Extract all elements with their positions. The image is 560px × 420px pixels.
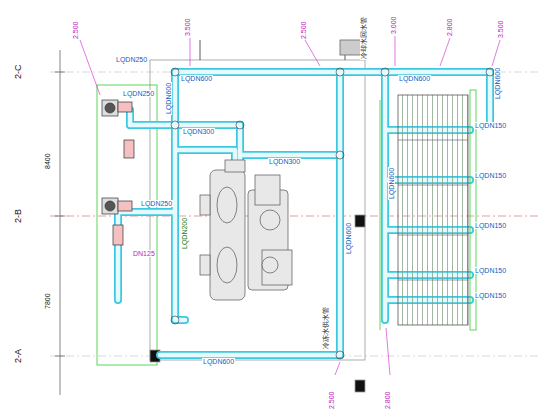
drawing-label: LQDN250 bbox=[140, 200, 173, 207]
drawing-label: LQDN600 bbox=[388, 167, 395, 200]
drawing-label: LQDN600 bbox=[398, 75, 431, 82]
drawing-label: LQDN150 bbox=[474, 292, 507, 299]
drawing-label: 冷却水回水管 bbox=[360, 16, 367, 60]
drawing-label: 2-B bbox=[14, 208, 23, 224]
drawing-label: LQDN150 bbox=[474, 222, 507, 229]
drawing-label: 2-C bbox=[14, 63, 23, 80]
drawing-label: 2.500 bbox=[300, 20, 307, 40]
drawing-label: 2.500 bbox=[72, 20, 79, 40]
drawing-label: LQDN200 bbox=[181, 217, 188, 250]
grid bbox=[50, 50, 540, 395]
drawing-label: 3.000 bbox=[390, 15, 397, 35]
drawing-label: 3.500 bbox=[184, 17, 191, 37]
drawing-label: LQDN150 bbox=[474, 122, 507, 129]
drawing-label: 8400 bbox=[44, 152, 51, 170]
drawing-label: LQDN250 bbox=[115, 56, 148, 63]
drawing-label: 2.800 bbox=[384, 390, 391, 410]
drawing-label: LQDN600 bbox=[345, 222, 352, 255]
drawing-label: 2.800 bbox=[446, 17, 453, 37]
drawing-label: LQDN150 bbox=[474, 267, 507, 274]
chiller bbox=[200, 160, 292, 300]
drawing-label: 2.500 bbox=[328, 390, 335, 410]
drawing-label: LQDN250 bbox=[122, 90, 155, 97]
pump bbox=[102, 100, 134, 245]
drawing-label: 3.500 bbox=[497, 19, 504, 39]
drawing-label: LQDN600 bbox=[180, 75, 213, 82]
drawing-label: DN125 bbox=[132, 250, 156, 257]
drawing-label: LQDN300 bbox=[268, 158, 301, 165]
drawing-label: LQDN150 bbox=[474, 172, 507, 179]
drawing-label: LQDN600 bbox=[494, 67, 501, 100]
drawing-label: LQDN600 bbox=[165, 82, 172, 115]
cooling-tower bbox=[398, 95, 468, 325]
drawing-label: LQDN600 bbox=[202, 358, 235, 365]
drawing-label: LQDN300 bbox=[182, 128, 215, 135]
drawing-label: 2-A bbox=[14, 348, 23, 364]
drawing-label: 冷冻水供水管 bbox=[322, 306, 329, 350]
drawing-label: 7800 bbox=[44, 292, 51, 310]
